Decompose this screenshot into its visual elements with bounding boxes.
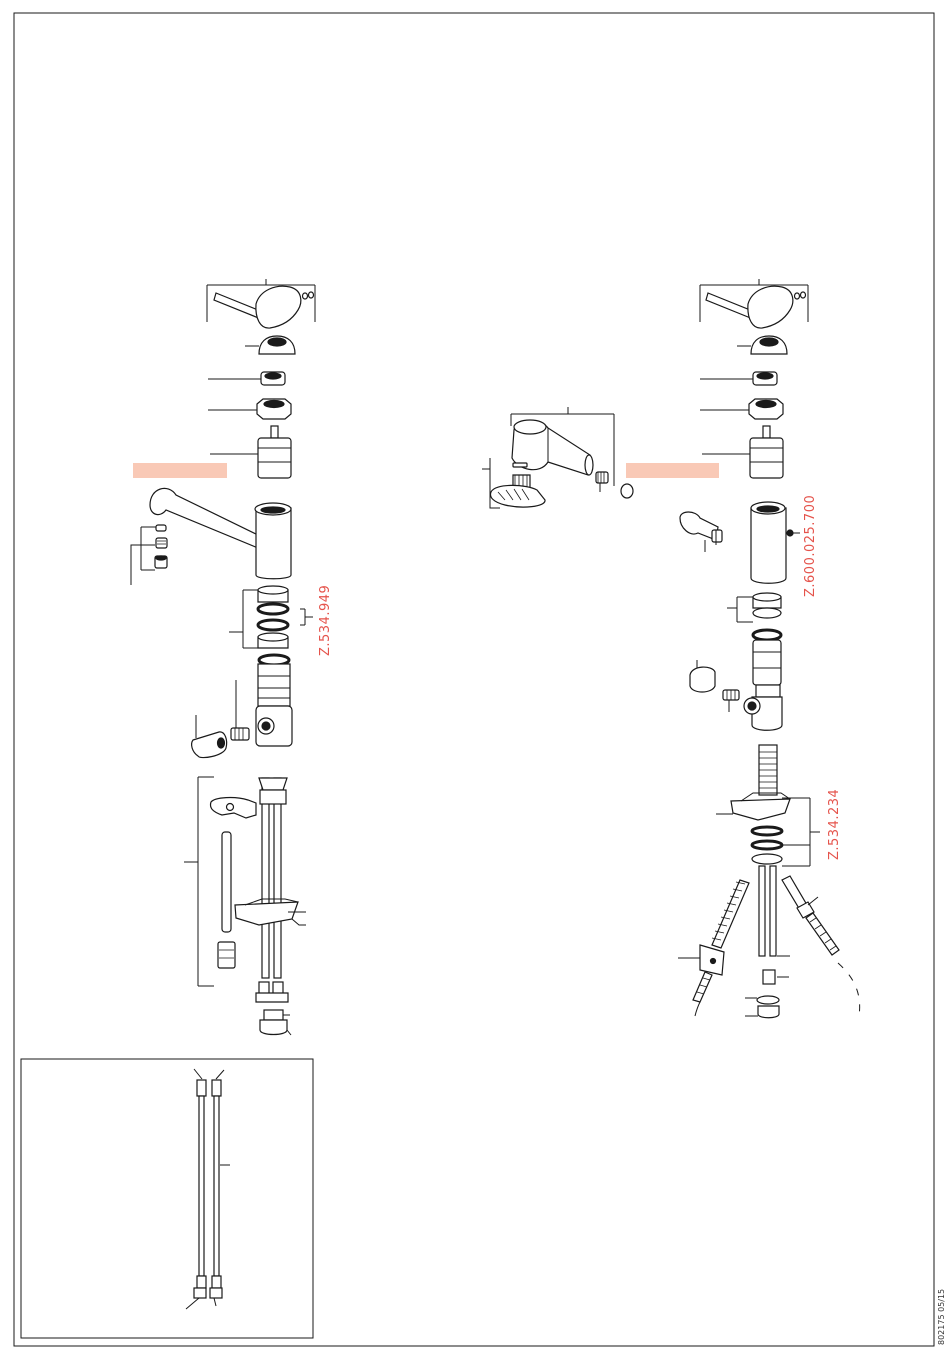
diverter-body bbox=[744, 640, 782, 730]
hose-inset bbox=[21, 1059, 313, 1338]
mounting-hardware bbox=[184, 777, 306, 1035]
spray-connector bbox=[596, 472, 608, 492]
seal-ring-set-right bbox=[727, 593, 781, 640]
hose-mounting-right bbox=[678, 745, 860, 1018]
highlight-bar-right bbox=[626, 463, 719, 478]
document-code: 802175 05/15 bbox=[937, 1289, 946, 1345]
valve-knob-right bbox=[690, 660, 739, 712]
aerator-set bbox=[131, 525, 167, 585]
spray-face bbox=[491, 485, 546, 507]
hex-nut bbox=[208, 399, 291, 419]
page-frame bbox=[14, 13, 934, 1346]
hex-nut-right bbox=[700, 399, 783, 419]
handle-cap bbox=[245, 336, 295, 354]
spray-washer bbox=[621, 484, 633, 498]
part-number-right-body: Z.600.025.700 bbox=[803, 495, 818, 597]
handle-cap-right bbox=[737, 336, 787, 354]
body-right bbox=[680, 502, 800, 583]
pull-out-spray bbox=[482, 407, 633, 508]
cartridge-nut-right bbox=[700, 372, 777, 385]
part-number-right-mount-set: Z.534.234 bbox=[827, 789, 842, 860]
check-valve bbox=[231, 680, 249, 740]
valve-knob bbox=[192, 715, 227, 758]
right-faucet-assembly: Z.600.025.700 bbox=[626, 279, 860, 1018]
lever-handle bbox=[214, 286, 314, 328]
highlight-bar-left bbox=[133, 463, 227, 478]
mounting-sleeve bbox=[256, 655, 292, 746]
cartridge-nut bbox=[208, 372, 285, 385]
seal-ring-set bbox=[229, 586, 313, 648]
left-faucet-assembly: Z.534.949 bbox=[131, 279, 333, 1035]
lever-handle-right bbox=[706, 286, 806, 328]
part-number-left-seal-set: Z.534.949 bbox=[318, 585, 333, 656]
spout-body bbox=[150, 488, 291, 578]
